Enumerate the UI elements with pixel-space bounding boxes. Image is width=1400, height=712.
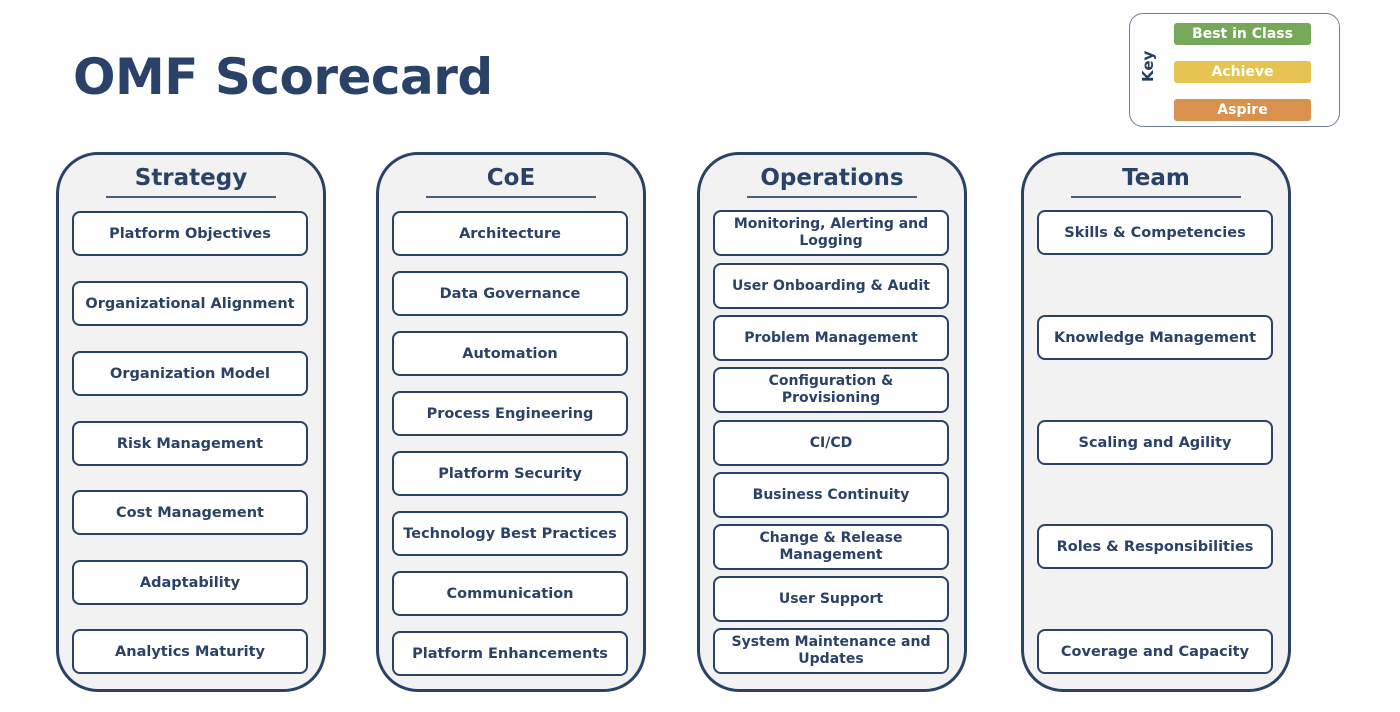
panel-divider xyxy=(747,196,917,198)
panel-operations: Operations Monitoring, Alerting and Logg… xyxy=(697,152,967,692)
item-coverage-capacity[interactable]: Coverage and Capacity xyxy=(1037,629,1273,674)
item-roles-responsibilities[interactable]: Roles & Responsibilities xyxy=(1037,524,1273,569)
panel-coe: CoE Architecture Data Governance Automat… xyxy=(376,152,646,692)
item-platform-objectives[interactable]: Platform Objectives xyxy=(72,211,308,256)
panel-title: Operations xyxy=(760,165,904,191)
panel-title: Team xyxy=(1122,165,1190,191)
item-process-engineering[interactable]: Process Engineering xyxy=(392,391,628,436)
panel-team: Team Skills & Competencies Knowledge Man… xyxy=(1021,152,1291,692)
item-analytics-maturity[interactable]: Analytics Maturity xyxy=(72,629,308,674)
item-organizational-alignment[interactable]: Organizational Alignment xyxy=(72,281,308,326)
key-legend: Key Best in Class Achieve Aspire xyxy=(1129,13,1340,127)
panel-divider xyxy=(106,196,276,198)
panel-divider xyxy=(426,196,596,198)
key-label: Key xyxy=(1139,50,1157,82)
panel-title: Strategy xyxy=(134,165,248,191)
item-platform-security[interactable]: Platform Security xyxy=(392,451,628,496)
item-cost-management[interactable]: Cost Management xyxy=(72,490,308,535)
item-system-maintenance-updates[interactable]: System Maintenance and Updates xyxy=(713,628,949,674)
item-monitoring-alerting-logging[interactable]: Monitoring, Alerting and Logging xyxy=(713,210,949,256)
panel-divider xyxy=(1071,196,1241,198)
item-skills-competencies[interactable]: Skills & Competencies xyxy=(1037,210,1273,255)
item-knowledge-management[interactable]: Knowledge Management xyxy=(1037,315,1273,360)
item-user-support[interactable]: User Support xyxy=(713,576,949,622)
page-title: OMF Scorecard xyxy=(73,48,493,106)
item-configuration-provisioning[interactable]: Configuration & Provisioning xyxy=(713,367,949,413)
item-user-onboarding-audit[interactable]: User Onboarding & Audit xyxy=(713,263,949,309)
item-problem-management[interactable]: Problem Management xyxy=(713,315,949,361)
item-risk-management[interactable]: Risk Management xyxy=(72,421,308,466)
item-ci-cd[interactable]: CI/CD xyxy=(713,420,949,466)
item-architecture[interactable]: Architecture xyxy=(392,211,628,256)
key-achieve: Achieve xyxy=(1174,61,1311,83)
key-aspire: Aspire xyxy=(1174,99,1311,121)
item-organization-model[interactable]: Organization Model xyxy=(72,351,308,396)
item-automation[interactable]: Automation xyxy=(392,331,628,376)
key-best-in-class: Best in Class xyxy=(1174,23,1311,45)
item-communication[interactable]: Communication xyxy=(392,571,628,616)
item-platform-enhancements[interactable]: Platform Enhancements xyxy=(392,631,628,676)
panel-strategy: Strategy Platform Objectives Organizatio… xyxy=(56,152,326,692)
item-scaling-agility[interactable]: Scaling and Agility xyxy=(1037,420,1273,465)
item-adaptability[interactable]: Adaptability xyxy=(72,560,308,605)
item-business-continuity[interactable]: Business Continuity xyxy=(713,472,949,518)
panel-title: CoE xyxy=(486,165,536,191)
item-change-release-management[interactable]: Change & Release Management xyxy=(713,524,949,570)
item-data-governance[interactable]: Data Governance xyxy=(392,271,628,316)
item-technology-best-practices[interactable]: Technology Best Practices xyxy=(392,511,628,556)
